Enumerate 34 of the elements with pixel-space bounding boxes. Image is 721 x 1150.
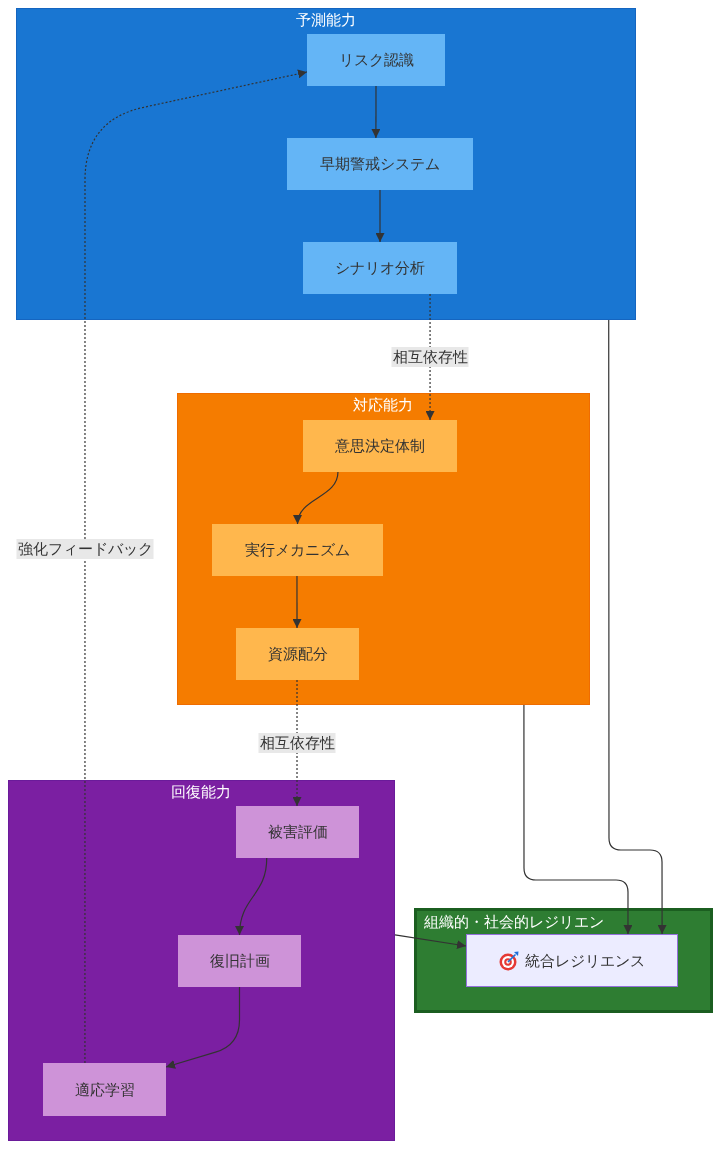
group-title: 回復能力 — [171, 782, 231, 802]
dotted-arrow — [292, 679, 302, 807]
dotted-arrow — [425, 293, 435, 421]
process-box: 復旧計画 — [178, 935, 301, 987]
edge-label: 強化フィードバック — [16, 539, 154, 559]
arrow — [292, 575, 302, 629]
process-box — [466, 934, 678, 987]
arrow — [371, 85, 381, 139]
node-label: 統合レジリエンス — [525, 950, 645, 971]
group-panel — [16, 8, 636, 320]
arrow — [394, 934, 467, 950]
process-box: 資源配分 — [236, 628, 359, 680]
edge-label: 相互依存性 — [258, 733, 336, 753]
process-box: 実行メカニズム — [212, 524, 383, 576]
process-box: 適応学習 — [43, 1063, 166, 1116]
group-panel — [414, 908, 713, 1013]
group-title: 対応能力 — [353, 395, 413, 415]
arrow — [523, 704, 633, 935]
process-box: 被害評価 — [236, 806, 359, 858]
group-panel — [8, 780, 395, 1141]
arrow — [294, 471, 339, 525]
process-box: 早期警戒システム — [287, 138, 473, 190]
group-panel — [177, 393, 590, 705]
arrow — [375, 189, 385, 243]
group-title: 予測能力 — [296, 10, 356, 30]
edge-label: 相互依存性 — [391, 347, 469, 367]
process-box: 意思決定体制 — [303, 420, 457, 472]
arrow — [235, 857, 268, 936]
arrow — [165, 986, 241, 1069]
arrow — [608, 319, 667, 935]
process-box: リスク認識 — [307, 34, 445, 86]
group-title: 組織的・社会的レジリエン — [424, 912, 604, 932]
process-box: シナリオ分析 — [303, 242, 457, 294]
dotted-arrow — [84, 69, 308, 1064]
